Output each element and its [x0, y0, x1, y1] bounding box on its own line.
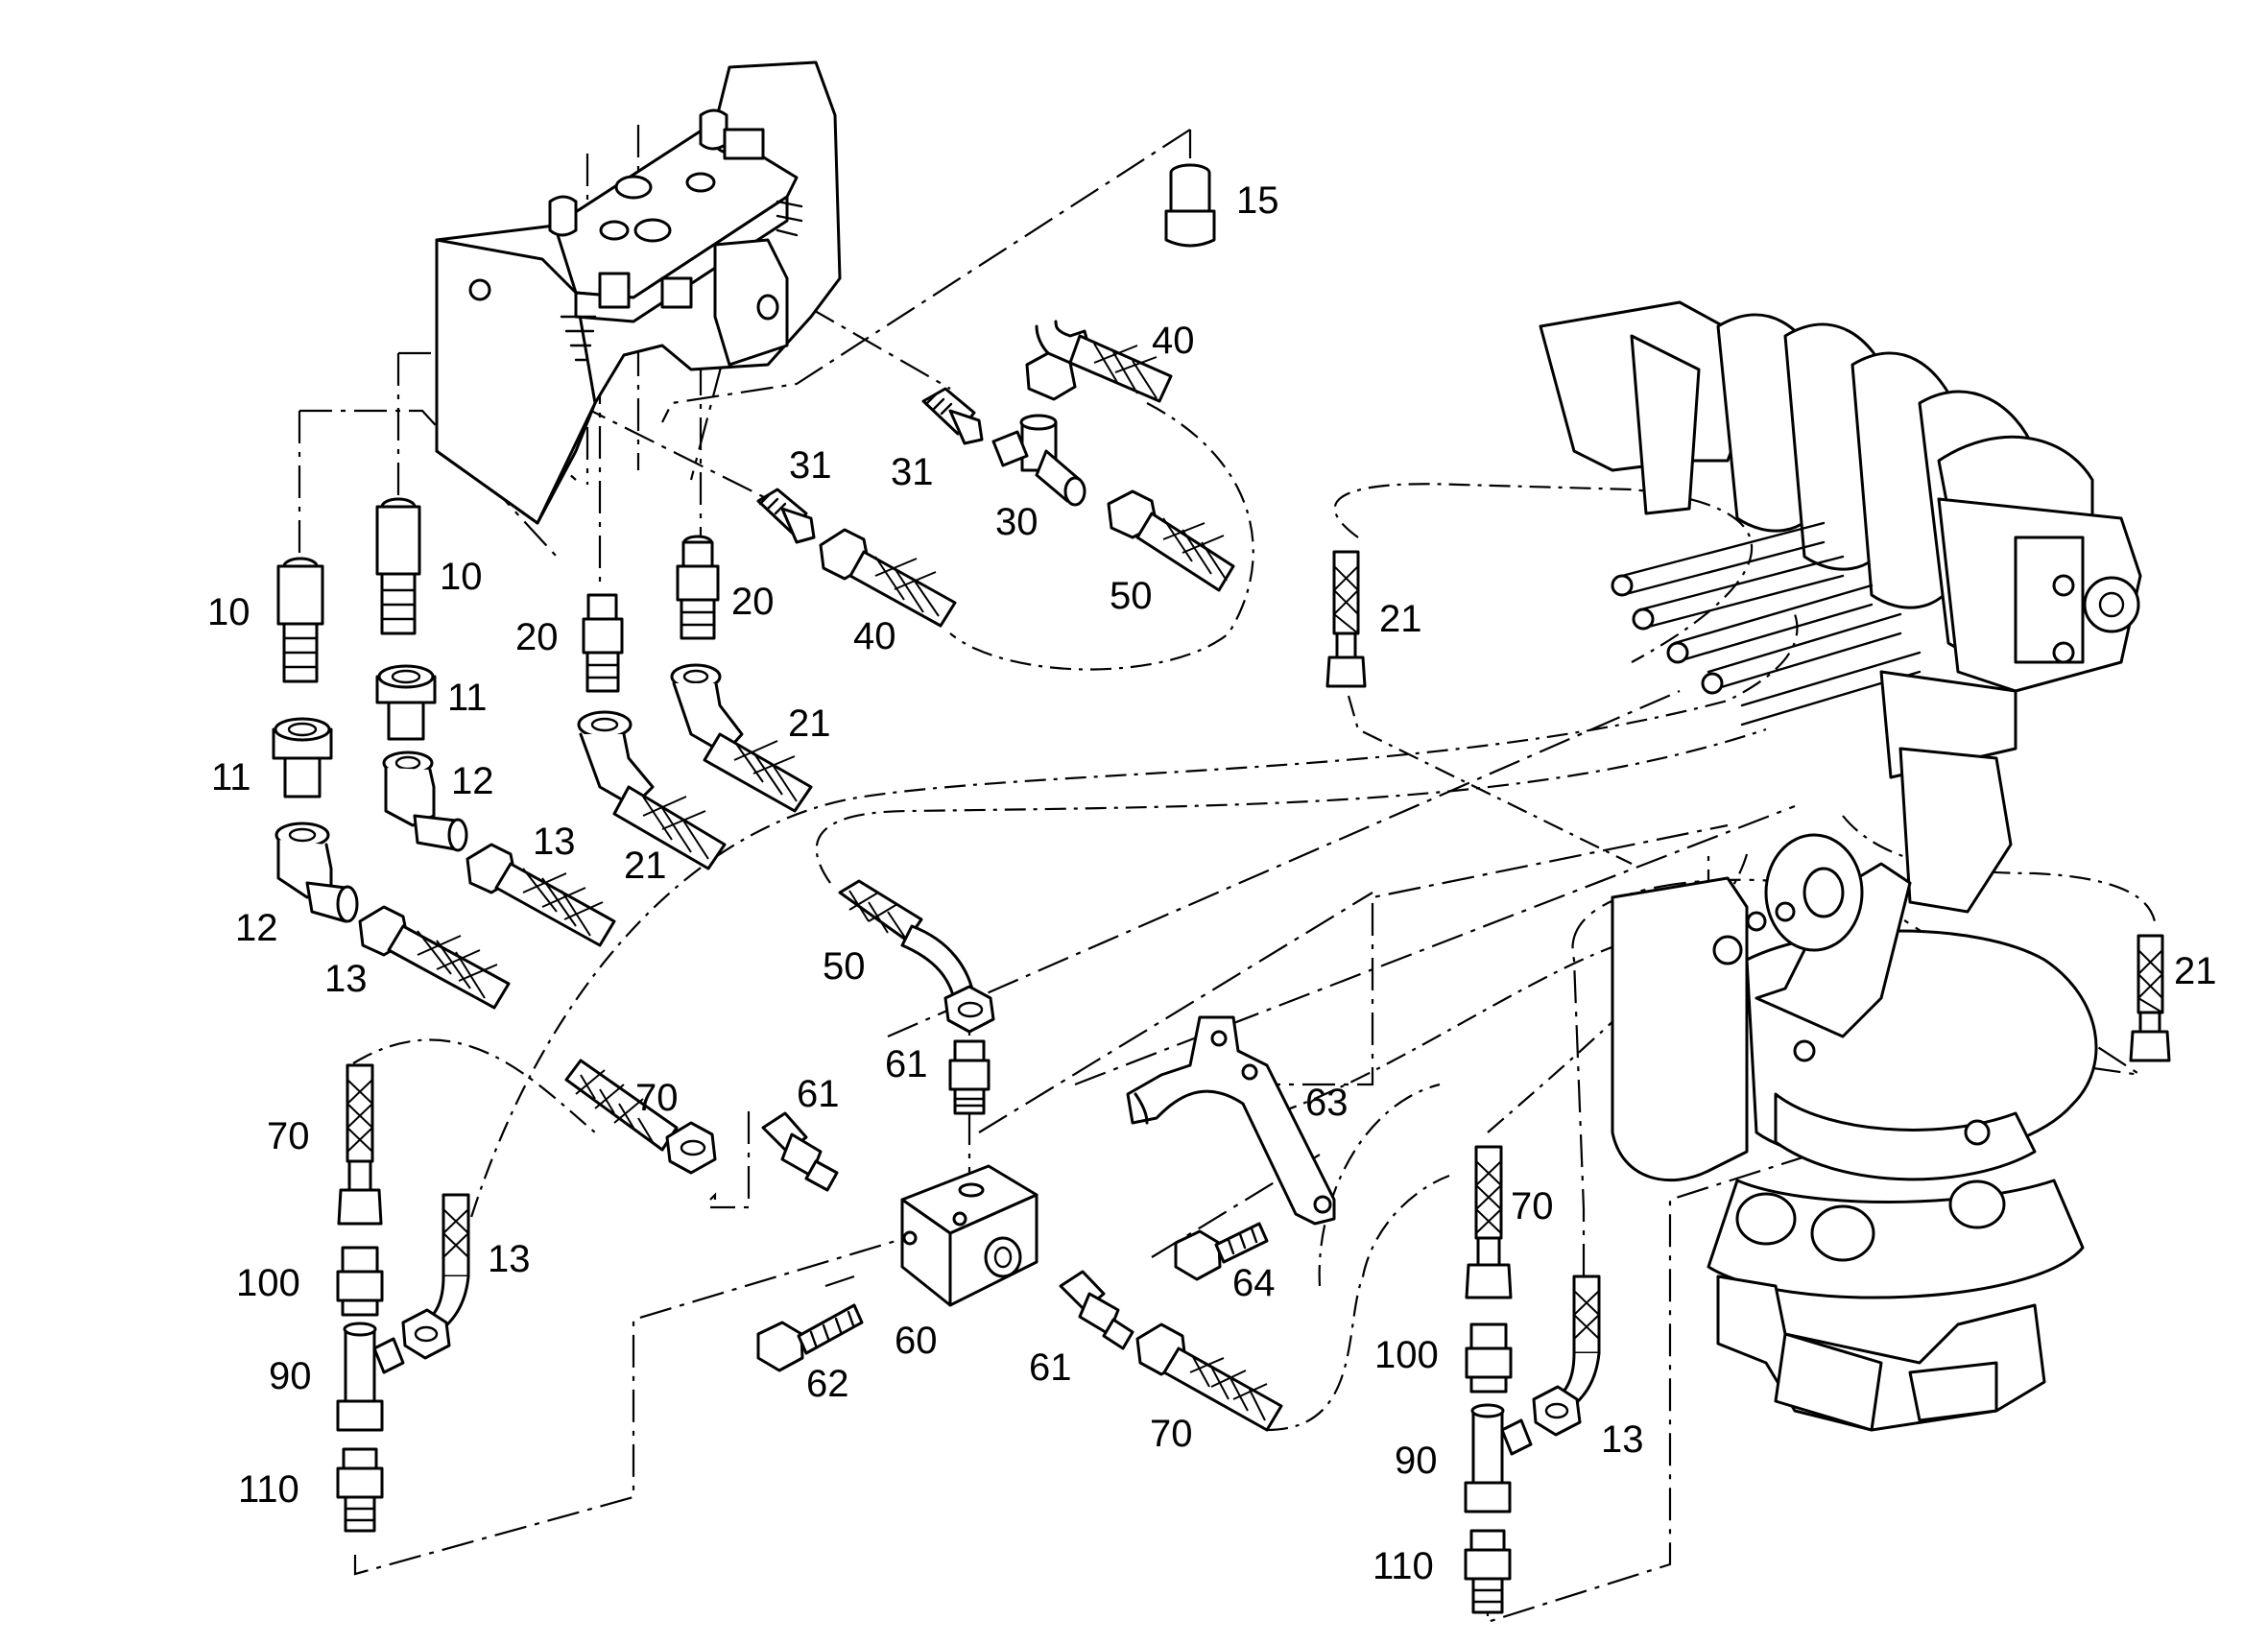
hose-13-right	[466, 843, 616, 947]
hose-21-right	[670, 663, 813, 813]
callout-63: 63	[1305, 1082, 1349, 1124]
hose-13-left	[358, 905, 511, 1010]
hose-40-lower	[819, 528, 957, 628]
callout-70: 70	[267, 1115, 310, 1157]
callout-62: 62	[806, 1363, 849, 1405]
hose-21-vertical-right	[2129, 934, 2171, 1062]
callout-21: 21	[624, 845, 667, 887]
callout-100: 100	[1374, 1334, 1439, 1376]
fitting-31-right	[921, 387, 984, 445]
fitting-11-right	[375, 664, 437, 741]
tee-30	[991, 414, 1086, 507]
hose-70-diagonal	[564, 1059, 717, 1175]
callout-40: 40	[1152, 320, 1195, 362]
hose-13-right-lower	[1532, 1275, 1601, 1437]
swing-motor-assembly	[1539, 300, 2142, 1432]
callout-50: 50	[1110, 575, 1153, 617]
callout-11: 11	[211, 756, 251, 798]
bracket-63	[1126, 1015, 1336, 1226]
callout-40: 40	[853, 615, 896, 657]
fitting-61-left	[761, 1111, 839, 1192]
callout-61: 61	[797, 1073, 840, 1115]
callout-110: 110	[238, 1468, 299, 1511]
callout-20: 20	[731, 581, 775, 623]
hose-70-lower	[1135, 1322, 1283, 1432]
bolt-62	[756, 1303, 864, 1372]
control-valve-block	[435, 60, 842, 525]
callout-60: 60	[895, 1320, 938, 1362]
fitting-110-right	[1464, 1529, 1512, 1614]
hose-21-left	[577, 710, 727, 870]
hose-50-lower	[838, 879, 995, 1034]
callout-13: 13	[324, 958, 368, 1000]
leader-lines	[298, 125, 2157, 1624]
callout-70: 70	[1150, 1413, 1193, 1455]
callout-21: 21	[1379, 598, 1422, 640]
fitting-31-left	[756, 488, 816, 544]
callout-12: 12	[235, 907, 278, 949]
fitting-10-right	[375, 497, 421, 635]
callout-11: 11	[447, 677, 488, 719]
callout-21: 21	[2174, 950, 2217, 992]
callout-100: 100	[236, 1262, 300, 1304]
callout-20: 20	[515, 616, 559, 658]
fitting-20-left	[582, 593, 624, 693]
callout-30: 30	[995, 501, 1039, 543]
callout-15: 15	[1236, 179, 1279, 222]
fitting-20-right	[676, 535, 720, 640]
bolt-64	[1174, 1222, 1269, 1281]
callout-90: 90	[1395, 1440, 1438, 1482]
hose-21-vertical-upper	[1325, 550, 1367, 688]
tee-90-left	[336, 1322, 405, 1432]
callout-13: 13	[488, 1238, 531, 1280]
callout-10: 10	[207, 591, 251, 633]
callout-61: 61	[1029, 1346, 1072, 1389]
fitting-100-right	[1465, 1322, 1513, 1394]
callout-50: 50	[823, 945, 866, 988]
hose-13-left-lower	[401, 1193, 470, 1360]
manifold-block-60	[900, 1164, 1039, 1307]
part-callouts: 15 40 31 31 30 50 40 10 10 20 20 11 11 1…	[207, 179, 2217, 1587]
callout-13: 13	[533, 821, 576, 863]
fitting-61-top	[948, 1039, 991, 1115]
hose-70-right-vertical	[1465, 1145, 1513, 1299]
cap-15	[1164, 163, 1216, 248]
callout-70: 70	[1511, 1185, 1554, 1227]
callout-110: 110	[1373, 1545, 1434, 1587]
fitting-10-left	[276, 557, 324, 683]
fitting-61-right	[1059, 1270, 1134, 1350]
elbow-12-left	[275, 822, 359, 923]
hose-70-left-vertical	[337, 1063, 383, 1226]
callout-10: 10	[440, 556, 483, 598]
tee-90-right	[1464, 1403, 1533, 1513]
callout-21: 21	[788, 703, 831, 745]
fitting-11-left	[272, 717, 333, 798]
callout-31: 31	[891, 451, 934, 493]
callout-13: 13	[1601, 1418, 1644, 1461]
callout-31: 31	[789, 444, 832, 487]
callout-64: 64	[1232, 1262, 1276, 1304]
hose-50-upper	[1107, 489, 1235, 592]
callout-61: 61	[885, 1043, 928, 1085]
hose-40-upper	[1025, 320, 1173, 403]
callout-90: 90	[269, 1355, 312, 1397]
elbow-12-right	[382, 751, 468, 852]
callout-70: 70	[635, 1077, 679, 1119]
callout-12: 12	[451, 760, 494, 802]
fitting-110-left	[336, 1447, 384, 1533]
fitting-100-left	[336, 1246, 384, 1317]
